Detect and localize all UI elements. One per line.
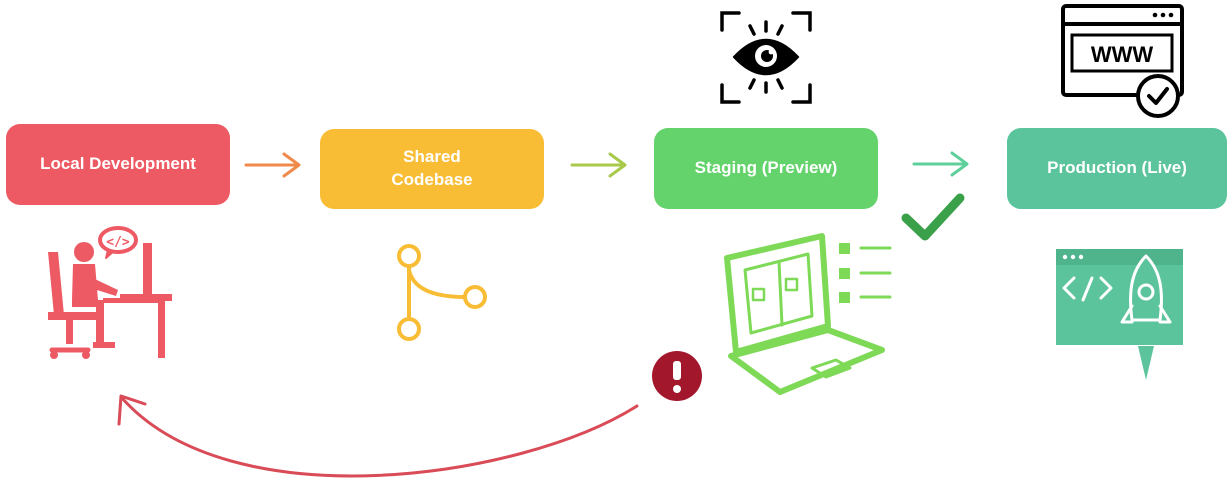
alert-icon bbox=[652, 351, 702, 401]
stage-production-live: Production (Live) bbox=[1007, 128, 1227, 209]
stage-label: Shared Codebase bbox=[391, 147, 473, 189]
laptop-checklist-icon bbox=[724, 233, 892, 395]
arrow-staging-to-production bbox=[912, 151, 969, 177]
svg-text:</>: </> bbox=[106, 235, 130, 250]
arrow-shared-to-staging bbox=[570, 152, 627, 178]
stage-label: Staging (Preview) bbox=[694, 158, 838, 178]
feedback-loop-arrow bbox=[117, 394, 639, 478]
browser-www-check-icon: WWW bbox=[1061, 4, 1184, 118]
code-window-rocket-icon bbox=[1056, 249, 1183, 380]
www-text: WWW bbox=[1091, 42, 1154, 67]
stage-label: Local Development bbox=[40, 154, 196, 174]
check-icon bbox=[901, 193, 965, 241]
stage-staging-preview: Staging (Preview) bbox=[654, 128, 878, 209]
developer-at-desk-icon: </> bbox=[48, 226, 172, 359]
eye-scan-icon bbox=[720, 11, 812, 104]
stage-shared-codebase: Shared Codebase bbox=[320, 129, 544, 209]
stage-label: Production (Live) bbox=[1047, 158, 1187, 178]
git-branch-icon bbox=[397, 244, 487, 341]
stage-local-development: Local Development bbox=[6, 124, 230, 205]
arrow-local-to-shared bbox=[244, 152, 301, 178]
